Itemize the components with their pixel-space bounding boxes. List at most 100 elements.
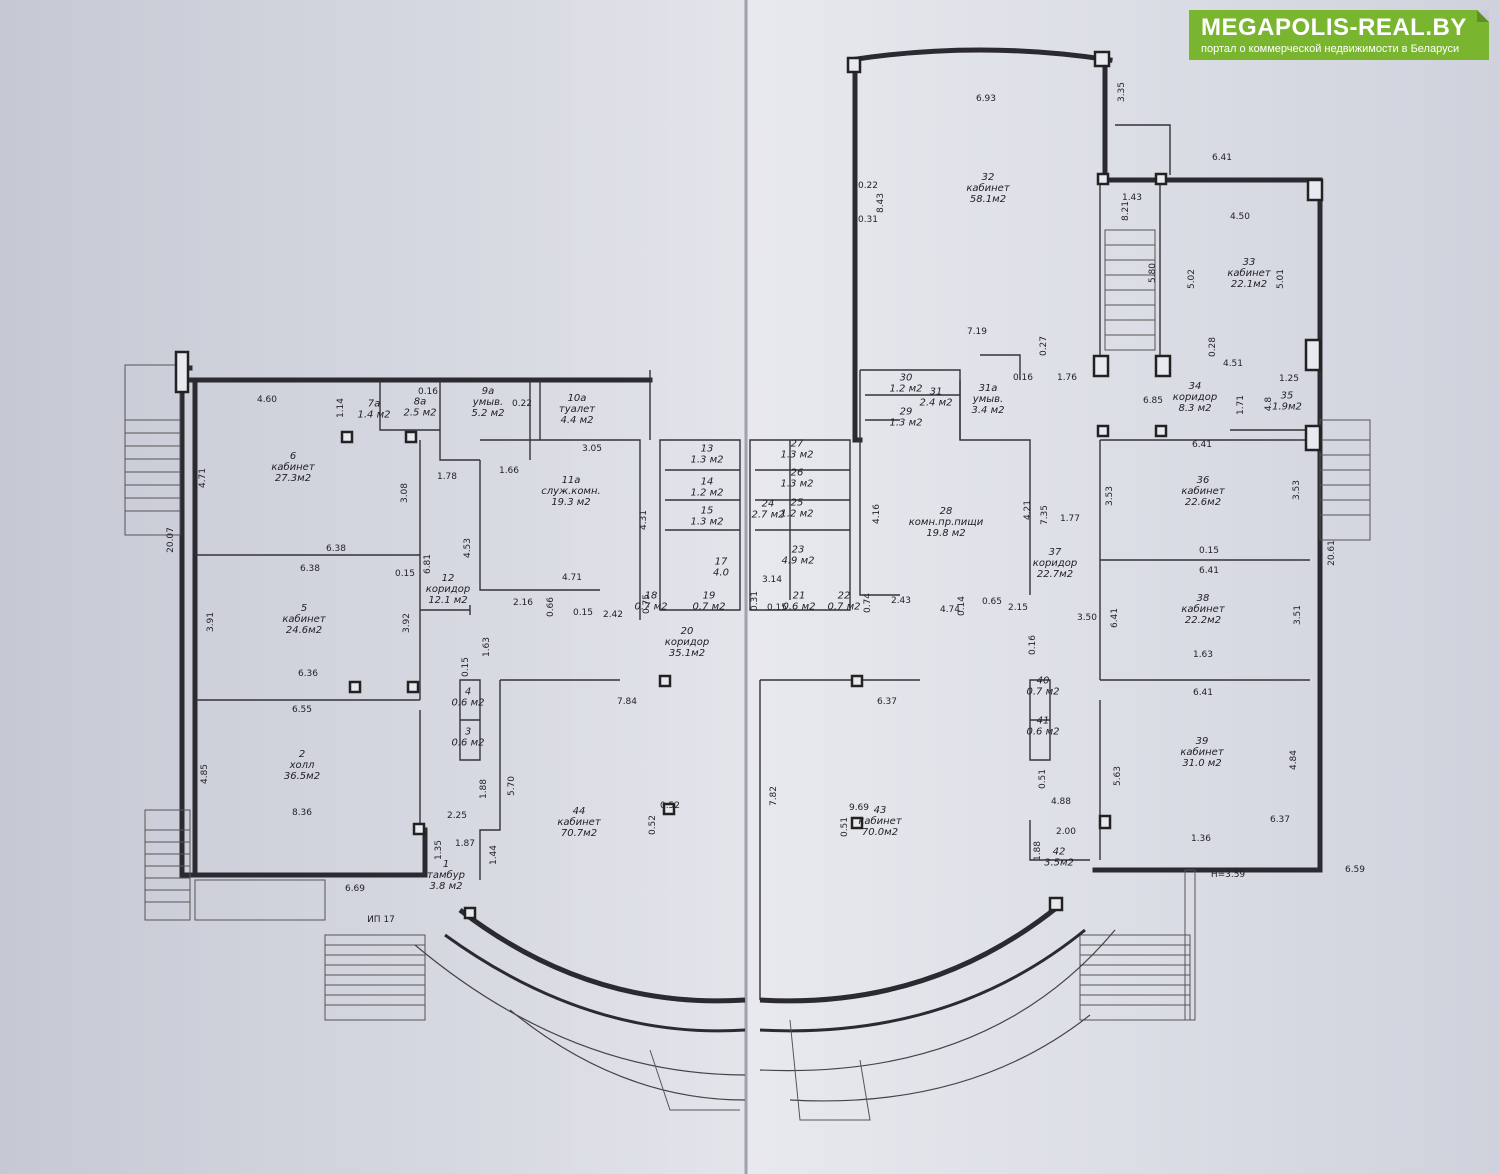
dimension-label: 2.16 xyxy=(513,598,533,608)
dimension-label: 2.43 xyxy=(891,596,911,606)
room-num: 7а xyxy=(368,399,381,410)
dimension-label: 4.21 xyxy=(1023,500,1033,520)
dimension-label: 3.53 xyxy=(1105,486,1115,506)
dimension-label: 1.63 xyxy=(1193,650,1213,660)
dimension-label: 0.51 xyxy=(840,817,850,837)
room-name: кабинет xyxy=(282,613,327,625)
dimension-label: 6.41 xyxy=(1212,153,1232,163)
dimension-label: 3.35 xyxy=(1117,82,1127,102)
room-area: 1.4 м2 xyxy=(358,410,391,421)
dimension-label: 4.50 xyxy=(1230,212,1250,222)
entrance-steps-right xyxy=(1079,869,1196,1021)
dimension-label: 5.70 xyxy=(507,776,517,796)
room-num: 38 xyxy=(1197,593,1210,604)
room-num: 18 xyxy=(645,591,658,602)
dimension-label: 0.15 xyxy=(573,608,593,618)
dimension-label: 0.74 xyxy=(863,593,873,613)
room-area: 31.0 м2 xyxy=(1182,758,1221,769)
room-num: 23 xyxy=(792,545,805,556)
room-area: 2.5 м2 xyxy=(404,408,437,419)
logo-tagline: портал о коммерческой недвижимости в Бел… xyxy=(1201,43,1460,55)
dimension-label: 1.76 xyxy=(1057,373,1077,383)
room-name: коридор xyxy=(1173,392,1217,403)
dimension-label: 6.41 xyxy=(1199,566,1219,576)
dimension-label: 8.21 xyxy=(1121,201,1131,221)
left-stairs-top xyxy=(124,364,181,536)
room-area: 27.3м2 xyxy=(275,473,311,484)
dimension-label: 1.88 xyxy=(479,779,489,799)
dimension-label: 4.51 xyxy=(1223,359,1243,369)
dimension-label: 0.14 xyxy=(957,596,967,616)
room-name: коридор xyxy=(426,584,470,595)
left-walls xyxy=(179,352,741,880)
dimension-label: 2.15 xyxy=(1008,603,1028,613)
dimension-label: 3.14 xyxy=(762,575,782,585)
dimension-label: 0.15 xyxy=(767,603,787,613)
dimension-label: 3.53 xyxy=(1292,480,1302,500)
room-area: 36.5м2 xyxy=(284,771,320,782)
dimension-label: 1.35 xyxy=(434,840,444,860)
dimension-label: H=3.59 xyxy=(1211,870,1246,880)
room-name: комн.пр.пищи xyxy=(909,517,984,528)
curved-wall-left xyxy=(414,908,746,1101)
room-num: 17 xyxy=(715,557,728,568)
dimension-label: 2.42 xyxy=(603,610,623,620)
dimension-label: 4.8 xyxy=(1264,397,1274,412)
left-page xyxy=(0,0,748,1174)
dimension-label: 7.35 xyxy=(1040,505,1050,525)
room-name: тамбур xyxy=(427,869,465,881)
site-logo[interactable]: MEGAPOLIS-REAL.BY портал о коммерческой … xyxy=(1189,10,1489,60)
right-stairs-inner xyxy=(1104,229,1156,351)
dimension-label: 1.66 xyxy=(499,466,519,476)
room-num: 42 xyxy=(1053,847,1066,858)
dimension-label: 0.16 xyxy=(1028,635,1038,655)
dimension-label: 0.22 xyxy=(512,399,532,409)
dimension-label: 1.71 xyxy=(1236,395,1246,415)
dimension-label: 6.81 xyxy=(423,554,433,574)
room-num: 13 xyxy=(701,444,714,455)
dimension-label: 6.37 xyxy=(1270,815,1290,825)
room-name: кабинет xyxy=(1181,603,1226,615)
dimension-label: 6.93 xyxy=(976,94,996,104)
dimension-label: 1.87 xyxy=(455,839,475,849)
dimension-label: 0.65 xyxy=(982,597,1002,607)
room-area: 22.1м2 xyxy=(1231,279,1267,290)
room-name: туалет xyxy=(559,404,596,415)
dimension-label: 3.92 xyxy=(402,613,412,633)
dimension-label: 1.43 xyxy=(1122,193,1142,203)
dimension-label: 0.31 xyxy=(750,591,760,611)
room-name: коридор xyxy=(665,637,709,648)
room-num: 14 xyxy=(701,477,714,488)
dimension-label: 1.44 xyxy=(489,845,499,865)
room-num: 36 xyxy=(1197,475,1210,486)
room-area: 2.4 м2 xyxy=(920,398,953,409)
room-area: 4.4 м2 xyxy=(561,415,594,426)
room-num: 5 xyxy=(301,603,307,614)
room-num: 1 xyxy=(443,859,449,870)
room-num: 37 xyxy=(1049,547,1062,558)
room-area: 0.7 м2 xyxy=(693,602,726,613)
dimension-label: 0.51 xyxy=(1038,769,1048,789)
dimension-label: 4.84 xyxy=(1289,750,1299,770)
room-area: 1.2 м2 xyxy=(781,509,814,520)
room-area: 22.7м2 xyxy=(1037,569,1073,580)
dimension-label: 1.25 xyxy=(1279,374,1299,384)
room-num: 22 xyxy=(838,591,851,602)
dimension-label: 4.53 xyxy=(463,538,473,558)
dimension-label: 6.41 xyxy=(1192,440,1212,450)
left-stairs-bottom xyxy=(144,809,326,921)
dimension-label: 6.69 xyxy=(345,884,365,894)
dimension-label: 4.16 xyxy=(872,504,882,524)
dimension-label: 6.41 xyxy=(1193,688,1213,698)
dimension-label: 5.80 xyxy=(1148,263,1158,283)
room-area: 8.3 м2 xyxy=(1179,403,1212,414)
room-area: 5.2 м2 xyxy=(472,408,505,419)
dimension-label: 0.52 xyxy=(660,801,680,811)
dimension-label: 6.38 xyxy=(300,564,320,574)
dimension-label: 0.15 xyxy=(395,569,415,579)
room-num: 26 xyxy=(791,468,804,479)
dimension-label: 0.22 xyxy=(858,181,878,191)
room-num: 15 xyxy=(701,506,714,517)
dimension-label: 2.00 xyxy=(1056,827,1076,837)
room-num: 43 xyxy=(874,805,887,816)
